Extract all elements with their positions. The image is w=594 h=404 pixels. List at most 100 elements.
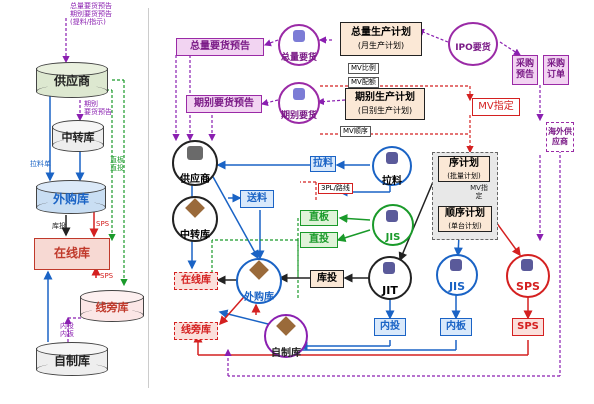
self-wh-node: 自制库 xyxy=(264,314,308,359)
period-forecast-box: 期别要货预告 xyxy=(186,95,262,113)
left-period-note: 期别 要货预告 xyxy=(84,100,112,116)
mv-config-tag: MV配额 xyxy=(348,77,379,88)
total-plan-label: 总量生产计划 xyxy=(351,27,411,38)
left-online-wh: 在线库 xyxy=(34,238,110,270)
seq-plan-box: 序计划 (批量计划) xyxy=(438,156,490,182)
left-online-wh-label: 在线库 xyxy=(53,246,90,260)
left-supplier-cylinder: 供应商 xyxy=(36,62,108,98)
left-supplier-label: 供应商 xyxy=(53,74,90,88)
left-line-wh-cylinder: 线旁库 xyxy=(80,290,144,322)
jis-blue-icon xyxy=(450,259,462,271)
left-transfer-label: 中转库 xyxy=(61,131,95,144)
route-tag: 3PL/路线 xyxy=(318,183,353,194)
left-direct-note-line1: 直板 xyxy=(110,156,124,164)
left-direct-note: 直板 直投 xyxy=(110,156,124,172)
seq-plan-label: 序计划 xyxy=(449,158,479,169)
period-demand-icon xyxy=(293,88,305,100)
jis-blue-label: JIS xyxy=(448,280,466,293)
left-period-note-line2: 要货预告 xyxy=(84,108,112,116)
delivery-label: 送料 xyxy=(247,193,267,204)
panel-divider xyxy=(148,8,149,388)
self-wh-label: 自制库 xyxy=(271,348,301,359)
inner-board-label: 内板 xyxy=(446,321,466,332)
supplier-people-icon xyxy=(187,146,203,160)
purchase-forecast-label: 采购预告 xyxy=(515,59,534,80)
purchase-order-label: 采购订单 xyxy=(546,59,565,80)
purchase-forecast-box: 采购预告 xyxy=(512,55,538,85)
left-period-note-line1: 期别 xyxy=(84,100,98,108)
warehouse-feed-label: 库投 xyxy=(317,273,337,284)
left-top-note-line1: 总量要货预告 xyxy=(70,2,112,10)
total-forecast-label: 总量要货预告 xyxy=(190,41,250,52)
purchase-order-box: 采购订单 xyxy=(543,55,569,85)
order-plan-box: 顺序计划 (单台计划) xyxy=(438,206,492,232)
direct-board-box: 直板 xyxy=(300,210,338,226)
period-forecast-label: 期别要货预告 xyxy=(194,98,254,109)
purchase-wh-label: 外购库 xyxy=(244,292,274,303)
mv-assign-label: MV指定 xyxy=(478,101,514,112)
order-plan-label: 顺序计划 xyxy=(445,208,485,219)
period-plan-label: 期别生产计划 xyxy=(355,92,415,103)
left-warehouse-note: 库投 xyxy=(52,222,66,230)
left-inner-note-line1: 内投 xyxy=(60,322,74,330)
pull-node-icon xyxy=(386,152,398,164)
left-inner-note: 内投 内板 xyxy=(60,322,74,338)
left-self-wh-label: 自制库 xyxy=(53,354,90,368)
line-wh-label: 线旁库 xyxy=(181,325,211,336)
supplier-label: 供应商 xyxy=(180,174,210,185)
period-plan-box: 期别生产计划 (日别生产计划) xyxy=(345,88,425,120)
period-plan-sub: (日别生产计划) xyxy=(357,106,413,115)
left-transfer-cylinder: 中转库 xyxy=(52,120,104,152)
mv-assign-box: MV指定 xyxy=(472,98,520,116)
left-purchase-wh-label: 外购库 xyxy=(52,192,89,206)
ipo-label: IPO要货 xyxy=(455,43,491,53)
direct-feed-box: 直投 xyxy=(300,232,338,248)
total-plan-sub: (月生产计划) xyxy=(357,41,405,50)
total-demand-label: 总量要货 xyxy=(280,53,317,63)
transfer-label: 中转库 xyxy=(180,230,210,241)
total-forecast-box: 总量要货预告 xyxy=(176,38,264,56)
sps-icon xyxy=(521,259,533,271)
mv-order-tag: MV顺序 xyxy=(340,126,371,137)
sps-label: SPS xyxy=(516,280,540,293)
total-plan-box: 总量生产计划 (月生产计划) xyxy=(340,22,422,56)
inner-board-box: 内板 xyxy=(440,318,472,336)
pull-box: 拉料 xyxy=(310,156,336,172)
inner-feed-box: 内投 xyxy=(374,318,406,336)
pull-node-label: 拉料 xyxy=(382,176,402,187)
sps-box: SPS xyxy=(512,318,544,336)
jis-green-label: JIS xyxy=(385,232,401,243)
left-top-note-line3: (提料/指示) xyxy=(70,18,106,26)
period-demand-label: 期别要货 xyxy=(280,111,317,121)
left-sps-note2: SPS xyxy=(100,272,114,280)
left-sps-note1: SPS xyxy=(96,220,110,228)
jit-icon xyxy=(383,262,395,274)
left-purchase-wh-cylinder: 外购库 xyxy=(36,180,106,214)
delivery-box: 送料 xyxy=(240,190,274,208)
left-self-wh-cylinder: 自制库 xyxy=(36,342,108,376)
pull-label: 拉料 xyxy=(313,158,333,169)
jis-green-icon xyxy=(386,210,398,222)
left-top-note-line2: 期别要货预告 xyxy=(70,10,112,18)
overseas-supplier-label: 海外供应商 xyxy=(548,127,572,146)
left-inner-note-line2: 内板 xyxy=(60,330,74,338)
online-wh-label: 在线库 xyxy=(181,275,211,286)
left-pull-note: 拉料单 xyxy=(30,160,51,168)
warehouse-feed-box: 库投 xyxy=(310,270,344,288)
left-top-note: 总量要货预告 期别要货预告 (提料/指示) xyxy=(70,2,112,26)
ipo-node: IPO要货 xyxy=(448,22,498,66)
inner-feed-label: 内投 xyxy=(380,321,400,332)
direct-feed-label: 直投 xyxy=(309,234,329,245)
line-wh-box: 线旁库 xyxy=(174,322,218,340)
total-demand-icon xyxy=(293,30,305,42)
sps-box-label: SPS xyxy=(517,321,539,332)
order-plan-sub: (单台计划) xyxy=(448,222,482,230)
mv-ratio-tag: MV比例 xyxy=(348,63,379,74)
mv-assign-small-label: MV指定 xyxy=(470,184,488,200)
left-direct-note-line2: 直投 xyxy=(110,164,124,172)
left-line-wh-label: 线旁库 xyxy=(95,301,129,314)
seq-plan-sub: (批量计划) xyxy=(447,172,481,180)
overseas-supplier-box: 海外供应商 xyxy=(546,122,574,152)
jit-label: JIT xyxy=(382,284,398,297)
